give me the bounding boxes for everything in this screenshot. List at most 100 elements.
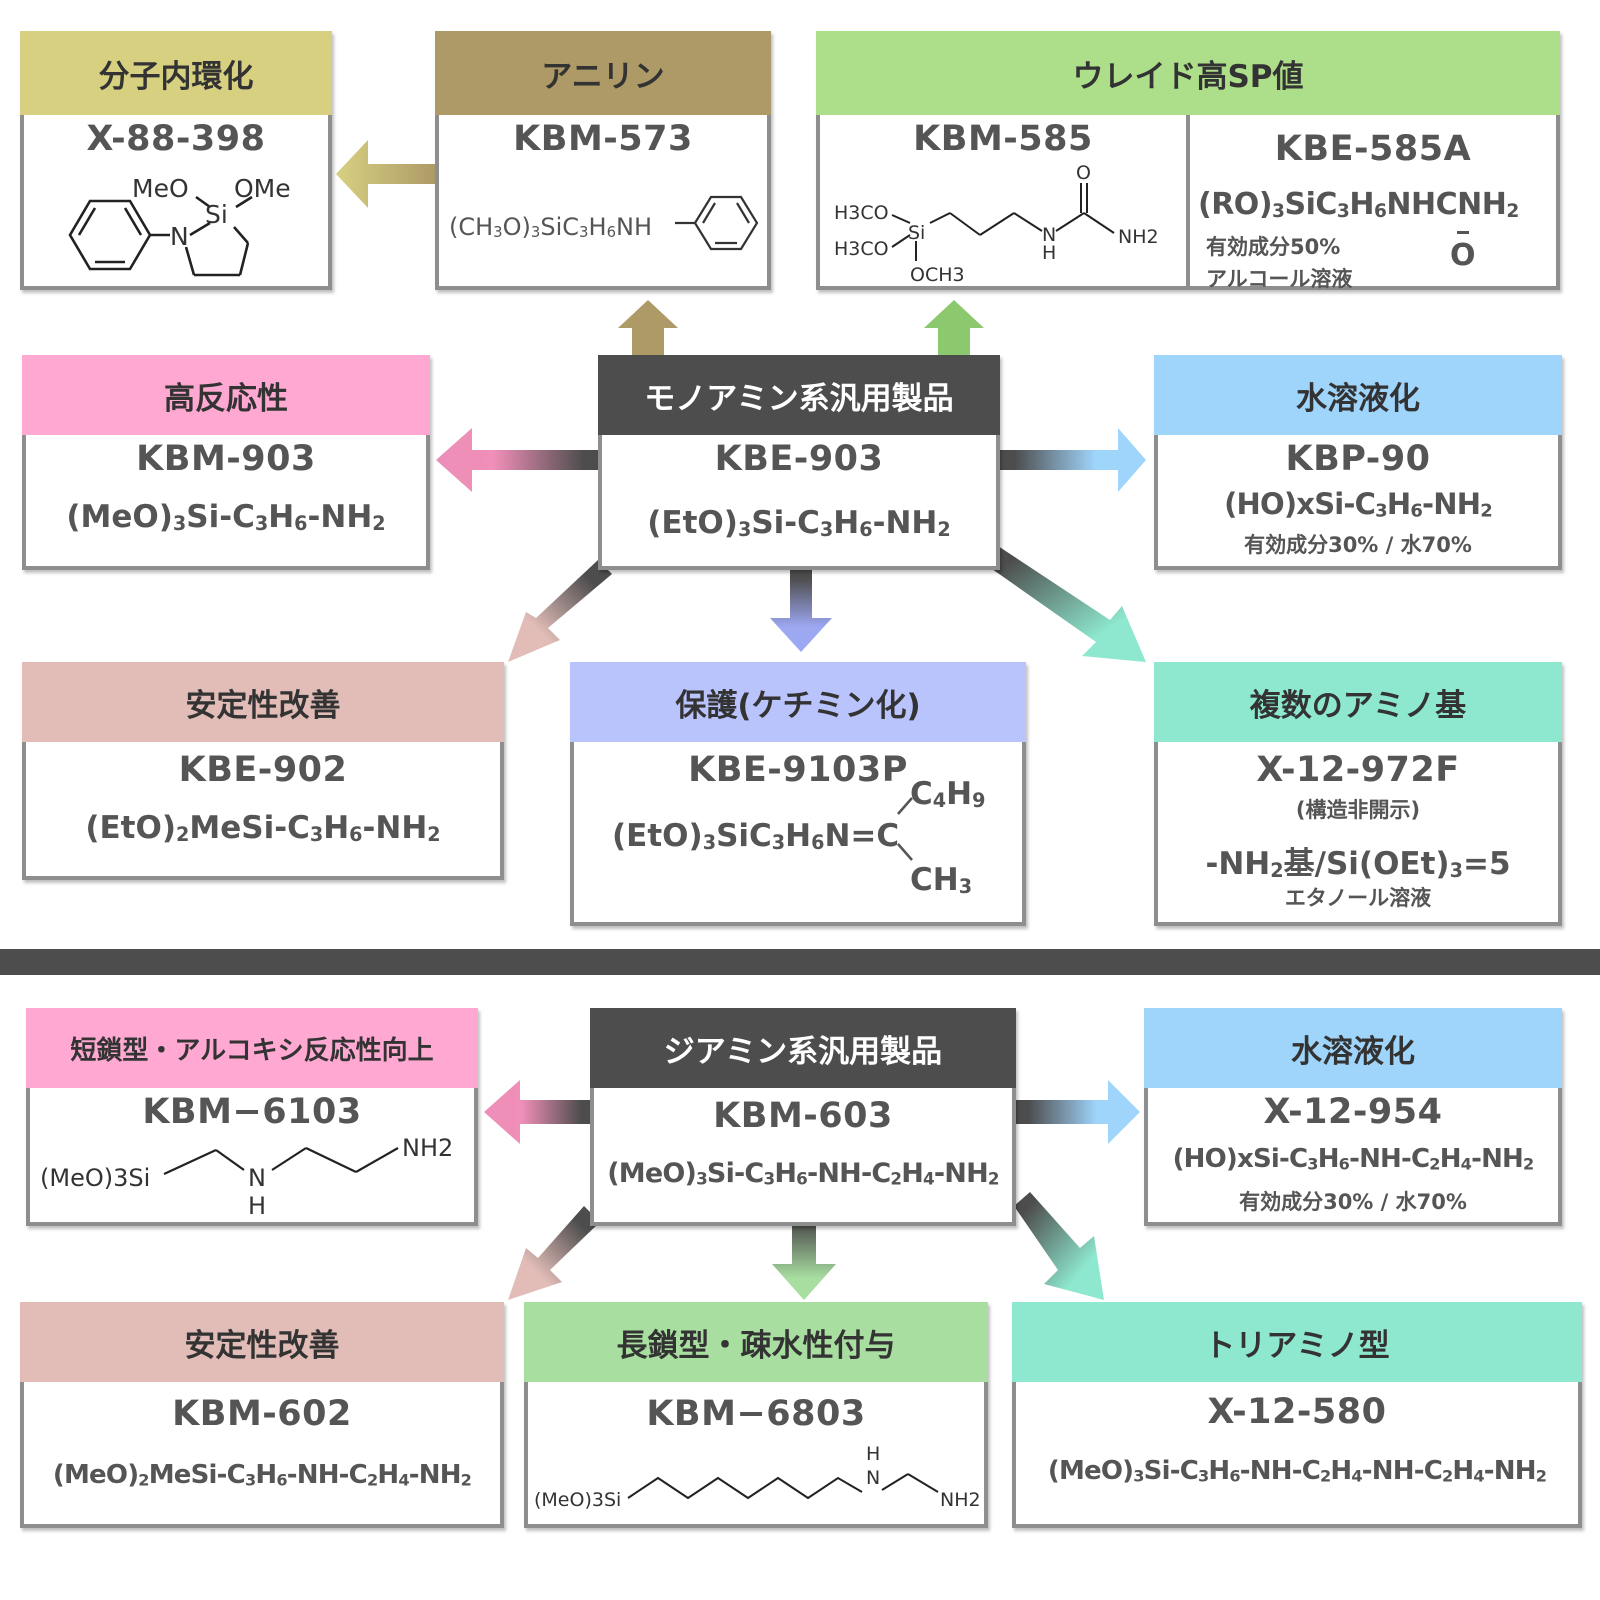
card-short-chain: 短鎖型・アルコキシ反応性向上 KBM−6103 (MeO)3Si N H NH2 (26, 1008, 478, 1226)
arrow-di-center-to-triamino (1014, 1192, 1104, 1300)
card-ureido: ウレイド高SP値 KBM-585 H3CO H3CO Si OCH3 N H O… (816, 31, 1560, 291)
chemical-formula: (HO)xSi-C3H6-NH-C2H4-NH2 (1172, 1144, 1535, 1174)
product-code: X-12-954 (1263, 1092, 1443, 1132)
card-header: 高反応性 (22, 355, 430, 435)
card-aqueous: 水溶液化 KBP-90 (HO)xSi-C3H6-NH2 有効成分30% / 水… (1154, 355, 1562, 570)
arrow-center-to-water (1000, 428, 1146, 492)
product-code: KBM-903 (136, 439, 316, 479)
methoxy-label: OCH3 (910, 264, 965, 286)
card-long-chain: 長鎖型・疎水性付与 KBM−6803 (MeO)3Si H N NH2 (524, 1302, 988, 1528)
chemical-formula: (MeO)2MeSi-C3H6-NH-C2H4-NH2 (52, 1460, 472, 1490)
nitrogen-label: N (248, 1164, 266, 1192)
ureido-silane-structure: H3CO H3CO Si OCH3 N H O NH2 (834, 162, 1159, 286)
product-code: X-88-398 (86, 119, 266, 159)
ketimine-formula: (EtO)3SiC3H6N=C (612, 818, 900, 854)
card-header: トリアミノ型 (1012, 1302, 1582, 1382)
card-header: 分子内環化 (20, 31, 332, 115)
card-header: ジアミン系汎用製品 (590, 1008, 1016, 1088)
product-code: KBE-585A (1274, 129, 1472, 169)
phenyl-ring-structure (675, 195, 759, 251)
nitrogen-label: N (1042, 224, 1056, 246)
short-chain-diamine-structure: (MeO)3Si N H NH2 (40, 1134, 453, 1220)
methoxy-label: H3CO (834, 202, 889, 224)
card-divider (1186, 115, 1190, 290)
cyclic-aminosilane-structure: MeO OMe Si N (68, 174, 291, 277)
chemical-formula: (EtO)3Si-C3H6-NH2 (647, 505, 951, 541)
product-code: KBM-585 (913, 119, 1093, 159)
methoxy-label: OMe (234, 174, 291, 203)
chemical-formula: -NH2基/Si(OEt)3=5 (1205, 846, 1511, 882)
product-code: KBM-573 (513, 119, 693, 159)
arrow-center-to-aniline (618, 300, 678, 360)
card-header: アニリン (435, 31, 771, 115)
card-cyclization: 分子内環化 X-88-398 MeO OMe Si N (20, 31, 332, 290)
product-code: KBE-902 (178, 750, 348, 790)
carbonyl-oxygen: O (1450, 238, 1476, 273)
ureido-formula: (RO)3SiC3H6NHCNH2 (1198, 187, 1519, 222)
methyl-group: CH3 (910, 862, 973, 898)
product-code: X-12-580 (1207, 1392, 1387, 1432)
methoxy-label: H3CO (834, 238, 889, 260)
arrow-aniline-to-cyclization (336, 140, 436, 208)
content-note: 有効成分50% (1206, 235, 1341, 259)
card-aqueous-diamine: 水溶液化 X-12-954 (HO)xSi-C3H6-NH-C2H4-NH2 有… (1144, 1008, 1562, 1226)
card-header: 長鎖型・疎水性付与 (524, 1302, 988, 1382)
content-note: 有効成分30% / 水70% (1239, 1190, 1467, 1214)
product-code: KBP-90 (1285, 439, 1431, 479)
hydrogen-label: H (1042, 242, 1056, 264)
card-header: ウレイド高SP値 (816, 31, 1560, 115)
card-multi-amino: 複数のアミノ基 X-12-972F (構造非開示) -NH2基/Si(OEt)3… (1154, 662, 1562, 926)
section-divider (0, 949, 1600, 975)
card-reactivity: 高反応性 KBM-903 (MeO)3Si-C3H6-NH2 (22, 355, 430, 570)
product-code: X-12-972F (1256, 750, 1460, 790)
card-stability: 安定性改善 KBE-902 (EtO)2MeSi-C3H6-NH2 (22, 662, 504, 880)
product-code: KBM−6103 (142, 1092, 362, 1132)
arrow-center-to-multi (982, 546, 1146, 662)
product-code: KBM-603 (713, 1096, 893, 1136)
chemical-formula: (EtO)2MeSi-C3H6-NH2 (85, 810, 441, 846)
nitrogen-label: N (170, 222, 189, 251)
card-protection: 保護(ケチミン化) KBE-9103P (EtO)3SiC3H6N=C C4H9… (570, 662, 1026, 926)
product-code: KBM-602 (172, 1394, 352, 1434)
product-code: KBE-9103P (688, 750, 908, 790)
card-header: 複数のアミノ基 (1154, 662, 1562, 742)
trimethoxysilyl-label: (MeO)3Si (534, 1489, 621, 1511)
solvent-note: エタノール溶液 (1284, 886, 1432, 910)
silicon-label: Si (205, 200, 228, 229)
arrow-di-center-to-stability (508, 1206, 600, 1300)
card-triamino: トリアミノ型 X-12-580 (MeO)3Si-C3H6-NH-C2H4-NH… (1012, 1302, 1582, 1528)
silicon-label: Si (908, 222, 925, 244)
solvent-note: アルコール溶液 (1206, 267, 1353, 291)
card-header: 短鎖型・アルコキシ反応性向上 (26, 1008, 478, 1088)
ketimine-bonds (897, 797, 913, 861)
chemical-formula: (MeO)3Si-C3H6-NH-C2H4-NH2 (607, 1158, 999, 1189)
product-code: KBM−6803 (646, 1394, 866, 1434)
methoxy-label: MeO (132, 174, 189, 203)
undisclosed-note: (構造非開示) (1295, 798, 1421, 822)
amino-label: NH2 (940, 1489, 981, 1511)
card-aniline: アニリン KBM-573 (CH3O)3SiC3H6NH (435, 31, 771, 290)
card-monoamine-center: モノアミン系汎用製品 KBE-903 (EtO)3Si-C3H6-NH2 (598, 355, 1000, 570)
chemical-formula: (MeO)3Si-C3H6-NH-C2H4-NH-C2H4-NH2 (1047, 1456, 1547, 1486)
card-header: モノアミン系汎用製品 (598, 355, 1000, 435)
arrow-di-center-to-long (772, 1214, 836, 1300)
card-header: 水溶液化 (1154, 355, 1562, 435)
card-header: 保護(ケチミン化) (570, 662, 1026, 742)
hydrogen-label: H (866, 1444, 880, 1465)
arrow-center-to-reactivity (436, 428, 600, 492)
amino-label: NH2 (402, 1134, 453, 1162)
chemical-formula: (MeO)3Si-C3H6-NH2 (66, 499, 386, 535)
card-diamine-center: ジアミン系汎用製品 KBM-603 (MeO)3Si-C3H6-NH-C2H4-… (590, 1008, 1016, 1226)
content-note: 有効成分30% / 水70% (1244, 533, 1472, 557)
card-header: 安定性改善 (20, 1302, 504, 1382)
hydrogen-label: H (248, 1192, 266, 1220)
amino-label: NH2 (1118, 226, 1159, 248)
product-code: KBE-903 (714, 439, 884, 479)
oxygen-label: O (1076, 162, 1091, 184)
arrow-center-to-protection (770, 570, 832, 652)
nitrogen-label: N (866, 1467, 880, 1489)
arrow-center-to-ureido (924, 300, 984, 360)
trimethoxysilyl-label: (MeO)3Si (40, 1164, 150, 1192)
butyl-group: C4H9 (910, 776, 986, 812)
